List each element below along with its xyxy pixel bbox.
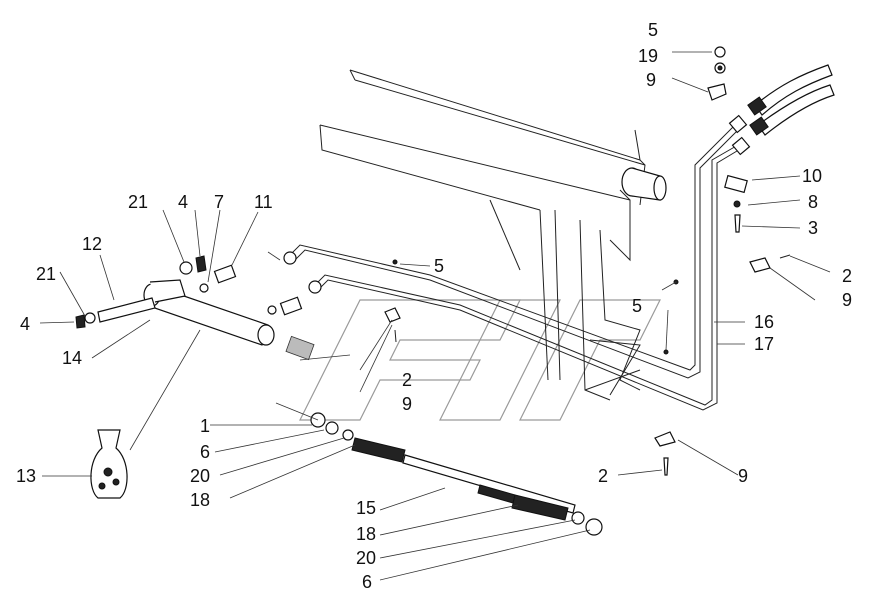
callout-11: 11 (254, 192, 273, 212)
callout-4: 4 (20, 314, 30, 334)
boom-frame (319, 69, 646, 401)
callout-4: 4 (178, 192, 188, 212)
callout-5: 5 (434, 256, 444, 276)
watermark-logo (299, 299, 661, 421)
callout-9: 9 (842, 290, 852, 310)
callout-3: 3 (808, 218, 818, 238)
callout-6: 6 (200, 442, 210, 462)
pivot-pin (621, 167, 667, 201)
callout-13: 13 (16, 466, 36, 486)
callout-9: 9 (738, 466, 748, 486)
callout-18: 18 (190, 490, 210, 510)
spring-rod-assembly (351, 437, 603, 536)
callout-16: 16 (754, 312, 774, 332)
callout-7: 7 (214, 192, 224, 212)
callout-1: 1 (200, 416, 210, 436)
callout-20: 20 (356, 548, 376, 568)
flexible-hoses (747, 64, 835, 136)
callout-21: 21 (36, 264, 56, 284)
callout-21: 21 (128, 192, 148, 212)
callout-2: 2 (598, 466, 608, 486)
callout-5: 5 (632, 296, 642, 316)
callout-14: 14 (62, 348, 82, 368)
callout-10: 10 (802, 166, 822, 186)
callout-9: 9 (646, 70, 656, 90)
callout-2: 2 (402, 370, 412, 390)
callout-2: 2 (842, 266, 852, 286)
callout-18: 18 (356, 524, 376, 544)
callout-8: 8 (808, 192, 818, 212)
parts-bag (90, 429, 128, 499)
callout-9: 9 (402, 394, 412, 414)
hardware-parts (75, 46, 791, 476)
callout-12: 12 (82, 234, 102, 254)
callout-20: 20 (190, 466, 210, 486)
callout-15: 15 (356, 498, 376, 518)
callout-17: 17 (754, 334, 774, 354)
leader-lines (39, 51, 831, 581)
callout-6: 6 (362, 572, 372, 592)
callout-5: 5 (648, 20, 658, 40)
callout-labels: 5 19 9 10 8 3 2 9 5 16 17 5 21 4 7 11 12… (16, 20, 852, 592)
callout-19: 19 (638, 46, 658, 66)
hydraulic-pipes (283, 114, 751, 411)
hydraulic-cylinder (143, 279, 315, 361)
